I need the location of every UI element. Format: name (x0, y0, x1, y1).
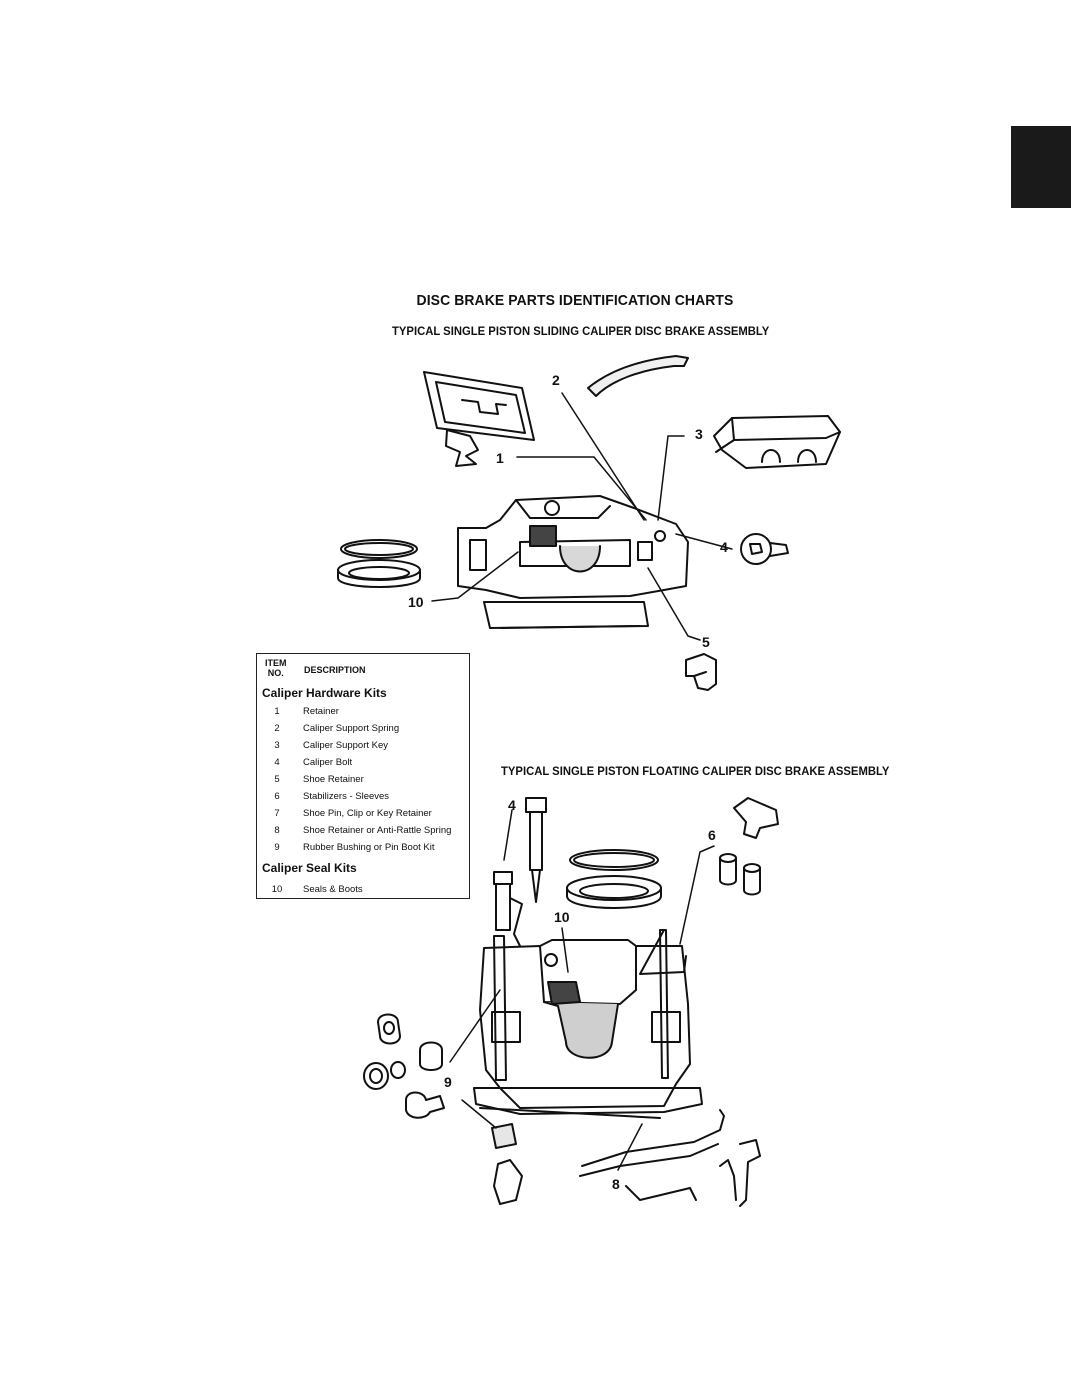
floating-leader-lines (449, 809, 715, 1171)
sliding-caliper-heading: TYPICAL SINGLE PISTON SLIDING CALIPER DI… (392, 324, 770, 338)
callout-5: 5 (702, 634, 710, 650)
callout-1: 1 (496, 450, 504, 466)
parts-legend: ITEM NO. DESCRIPTION Caliper Hardware Ki… (256, 653, 470, 899)
page-title: DISC BRAKE PARTS IDENTIFICATION CHARTS (416, 292, 734, 309)
shoe-retainer-part (685, 653, 717, 691)
legend-section-hardware: Caliper Hardware Kits (262, 686, 387, 700)
callout-floating-9: 9 (444, 1074, 452, 1090)
legend-section-seal: Caliper Seal Kits (262, 861, 357, 875)
anti-rattle-springs (493, 1109, 761, 1207)
support-key-part (713, 415, 841, 469)
floating-bolt-part (525, 797, 547, 903)
floating-short-bolt (493, 871, 523, 947)
support-spring-part (587, 355, 689, 397)
callout-floating-8: 8 (612, 1176, 620, 1192)
legend-header-item: ITEM NO. (265, 658, 287, 678)
stabilizer-sleeves (719, 797, 779, 896)
callout-floating-10: 10 (554, 909, 570, 925)
sliding-caliper-body (457, 495, 689, 629)
floating-caliper-body (473, 929, 703, 1119)
callout-2: 2 (552, 372, 560, 388)
legend-header-description: DESCRIPTION (304, 665, 366, 675)
floating-seal-rings (566, 849, 662, 909)
callout-3: 3 (695, 426, 703, 442)
callout-10: 10 (408, 594, 424, 610)
floating-caliper-heading: TYPICAL SINGLE PISTON FLOATING CALIPER D… (501, 764, 890, 778)
callout-floating-4: 4 (508, 797, 516, 813)
section-tab (1011, 126, 1071, 208)
bushing-parts (363, 1013, 517, 1149)
sliding-leader-lines (431, 392, 733, 641)
retainer-part (423, 371, 535, 467)
callout-floating-6: 6 (708, 827, 716, 843)
callout-4: 4 (720, 539, 728, 555)
caliper-bolt-part (740, 533, 789, 565)
seal-ring-parts (337, 539, 421, 588)
